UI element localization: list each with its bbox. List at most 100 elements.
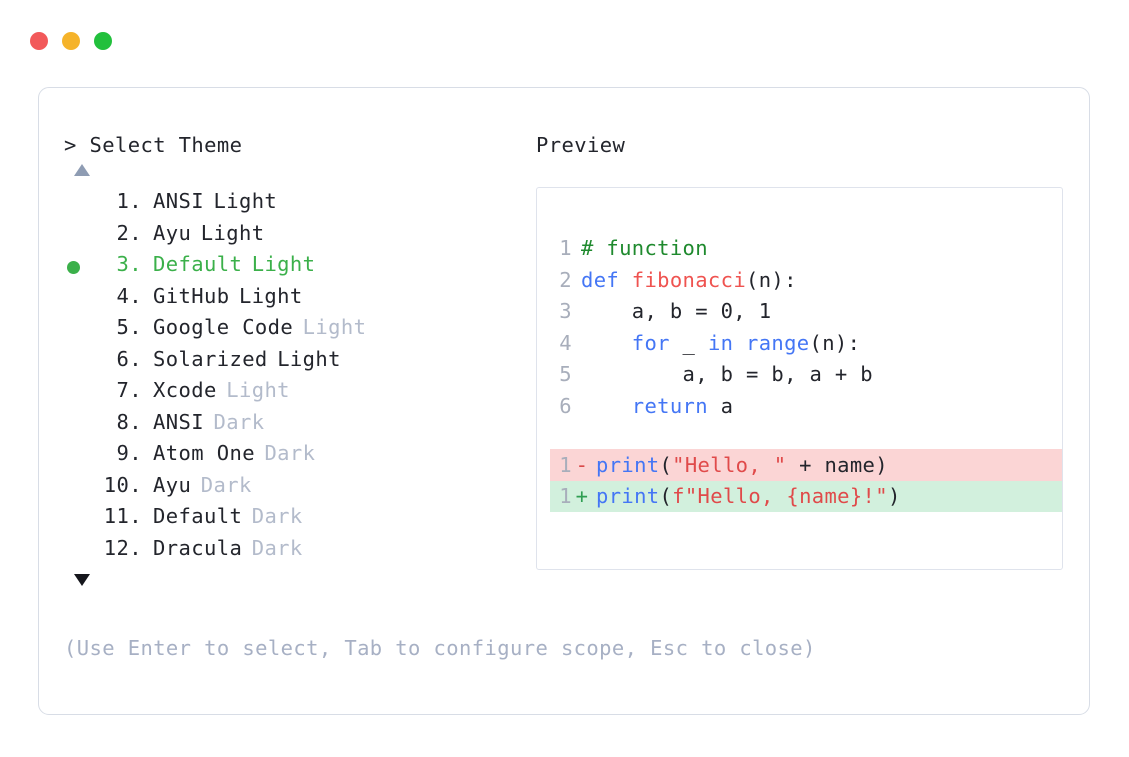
preview-box: 1 # function 2 def fibonacci(n): 3 a, b = 0,…: [536, 187, 1063, 570]
selection-bullet-cell: [64, 347, 96, 379]
diff-line-text: print("Hello, " + name): [596, 452, 888, 477]
theme-item-variant: Light: [277, 346, 341, 371]
selection-bullet-cell: [64, 473, 96, 505]
theme-item-variant: Light: [213, 189, 278, 213]
theme-list-item[interactable]: 8. ANSI Dark: [64, 410, 524, 442]
code-preview: 1 # function 2 def fibonacci(n): 3 a, b = 0,…: [550, 236, 1062, 512]
theme-item-variant: Dark: [251, 535, 303, 560]
code-line-text: def fibonacci(n):: [581, 267, 797, 292]
selection-bullet-cell: [64, 252, 96, 284]
diff-sign: -: [575, 452, 589, 477]
line-number: 5: [559, 362, 572, 386]
line-number: 1: [559, 236, 572, 260]
code-line: 2 def fibonacci(n):: [550, 268, 1062, 300]
code-line: 4 for _ in range(n):: [550, 331, 1062, 363]
theme-item-name: Xcode: [153, 378, 217, 402]
theme-item-variant: Light: [251, 252, 316, 276]
selection-bullet-cell: [64, 284, 96, 316]
theme-item-name: Dracula: [153, 535, 243, 560]
window-controls: [30, 32, 112, 50]
diff-line-add: 1+ print(f"Hello, {name}!"): [550, 480, 1062, 512]
code-line-text: return a: [631, 393, 734, 418]
selection-bullet-cell: [64, 378, 96, 410]
line-number: 3: [559, 299, 572, 323]
theme-list-item[interactable]: 4. GitHub Light: [64, 284, 524, 316]
theme-list-item[interactable]: 7. Xcode Light: [64, 378, 524, 410]
theme-item-name: Atom One: [153, 441, 255, 465]
selection-bullet-cell: [64, 410, 96, 442]
theme-item-name: GitHub: [153, 283, 230, 308]
theme-item-number: 10.: [103, 472, 142, 497]
theme-item-name: Default: [153, 252, 243, 276]
line-number: 1: [559, 484, 572, 509]
theme-item-number: 7.: [116, 378, 142, 402]
line-number: 2: [559, 267, 572, 292]
preview-column: Preview 1 # function 2 def fibonacci(n): 3 a…: [536, 133, 1066, 570]
theme-item-number: 5.: [116, 315, 142, 339]
scroll-down-indicator[interactable]: [64, 567, 524, 593]
theme-item-variant: Light: [226, 378, 290, 402]
code-line: 3 a, b = 0, 1: [550, 299, 1062, 331]
close-button[interactable]: [30, 32, 48, 50]
theme-list-item[interactable]: 2. Ayu Light: [64, 221, 524, 253]
theme-item-number: 4.: [116, 283, 142, 308]
theme-item-name: Google Code: [153, 315, 294, 339]
code-line: 1 # function: [550, 236, 1062, 268]
line-number: 4: [559, 330, 572, 355]
triangle-down-icon: [74, 574, 90, 586]
theme-item-variant: Light: [238, 283, 303, 308]
diff-line-text: print(f"Hello, {name}!"): [596, 484, 901, 509]
theme-item-number: 12.: [103, 535, 142, 560]
theme-item-number: 6.: [116, 346, 142, 371]
code-line-text: a, b = b, a + b: [581, 362, 873, 386]
theme-item-variant: Dark: [213, 409, 265, 434]
code-line-text: for _ in range(n):: [631, 330, 861, 355]
code-line-text: # function: [581, 236, 708, 260]
scroll-up-indicator[interactable]: [64, 157, 524, 183]
theme-list-item[interactable]: 5. Google Code Light: [64, 315, 524, 347]
theme-item-number: 11.: [103, 504, 142, 528]
code-lines: 1 # function 2 def fibonacci(n): 3 a, b = 0,…: [550, 236, 1062, 425]
theme-item-name: Ayu: [153, 472, 192, 497]
theme-item-name: ANSI: [153, 409, 204, 434]
selection-bullet-cell: [64, 315, 96, 347]
keyboard-hint: (Use Enter to select, Tab to configure s…: [64, 636, 816, 660]
minimize-button[interactable]: [62, 32, 80, 50]
triangle-up-icon: [74, 164, 90, 176]
maximize-button[interactable]: [94, 32, 112, 50]
code-line: 5 a, b = b, a + b: [550, 362, 1062, 394]
selected-bullet-icon: [67, 261, 80, 275]
theme-list-item[interactable]: 12. Dracula Dark: [64, 536, 524, 568]
selection-bullet-cell: [64, 536, 96, 568]
selection-bullet-cell: [64, 504, 96, 536]
selection-bullet-cell: [64, 189, 96, 221]
line-number: 1: [559, 452, 572, 477]
theme-item-variant: Dark: [200, 472, 252, 497]
diff-lines: 1-print("Hello, " + name) 1+ print(f"Hello…: [550, 449, 1062, 512]
theme-item-name: Default: [153, 504, 243, 528]
theme-item-variant: Dark: [264, 441, 316, 465]
code-line: 6 return a: [550, 394, 1062, 426]
theme-list-item[interactable]: 10. Ayu Dark: [64, 473, 524, 505]
theme-item-name: Ayu: [153, 220, 192, 245]
preview-label: Preview: [536, 133, 626, 157]
theme-item-variant: Light: [200, 220, 265, 245]
line-number: 6: [559, 393, 572, 418]
code-line-text: a, b = 0, 1: [581, 299, 772, 323]
theme-item-number: 2.: [116, 220, 142, 245]
diff-sign: +: [575, 484, 589, 509]
theme-item-variant: Light: [302, 315, 367, 339]
theme-item-number: 1.: [116, 189, 142, 213]
theme-item-number: 8.: [116, 409, 142, 434]
selection-bullet-cell: [64, 441, 96, 473]
selection-bullet-cell: [64, 221, 96, 253]
page-title: > Select Theme: [64, 133, 243, 157]
